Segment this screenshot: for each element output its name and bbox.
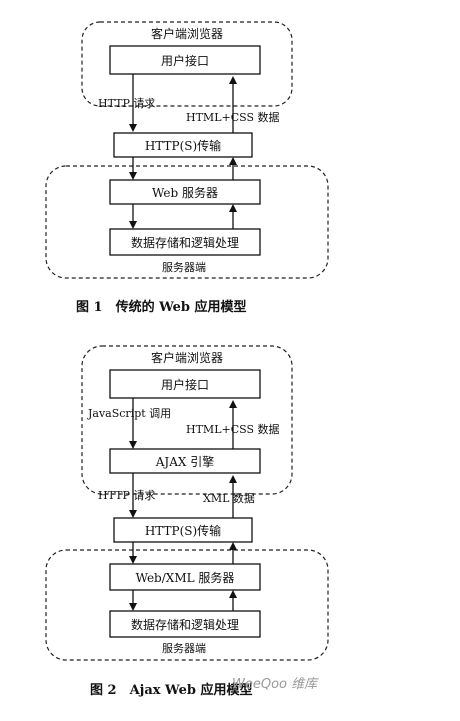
arrowhead-down	[129, 441, 137, 449]
javascript-call-label: JavaScript 调用	[87, 407, 171, 420]
transport-box	[113, 517, 253, 543]
transport-box-label: HTTP(S)传输	[145, 138, 221, 153]
arrowhead-down	[129, 124, 137, 132]
storage-logic-label: 数据存储和逻辑处理	[131, 617, 239, 632]
ui-box-label: 用户接口	[161, 377, 209, 392]
arrowhead-up	[229, 76, 237, 84]
arrowhead-down	[129, 172, 137, 180]
server-region-label: 服务器端	[162, 642, 206, 655]
ui-box	[109, 45, 261, 75]
figure-2: 客户端浏览器 用户接口 JavaScript 调用 HTML+CSS 数据 AJ…	[45, 345, 329, 698]
server-region	[45, 549, 329, 661]
arrowhead-down	[129, 510, 137, 518]
arrowhead-up	[229, 590, 237, 598]
xml-data-label: XML 数据	[203, 491, 255, 505]
html-css-data-label: HTML+CSS 数据	[186, 422, 280, 436]
server-region-label: 服务器端	[162, 261, 206, 274]
client-browser-label: 客户端浏览器	[151, 350, 223, 365]
figure-1-caption: 图 1 传统的 Web 应用模型	[76, 299, 247, 315]
transport-box	[113, 132, 253, 158]
figure-2-caption: 图 2 Ajax Web 应用模型	[90, 682, 253, 698]
ajax-engine-label: AJAX 引擎	[155, 454, 215, 469]
http-request-label: HTTP 请求	[98, 97, 155, 110]
arrowhead-up	[229, 204, 237, 212]
http-request-label: HTTP 请求	[98, 489, 155, 502]
web-server-box	[109, 179, 261, 205]
web-xml-server-box	[109, 563, 261, 591]
arrowhead-down	[129, 556, 137, 564]
ui-box	[109, 369, 261, 399]
web-server-label: Web 服务器	[152, 185, 218, 200]
storage-logic-box	[109, 610, 261, 638]
arrowhead-down	[129, 221, 137, 229]
client-browser-label: 客户端浏览器	[151, 26, 223, 41]
arrowhead-up	[229, 475, 237, 483]
web-xml-server-label: Web/XML 服务器	[136, 570, 235, 585]
server-region	[45, 165, 329, 279]
client-browser-region	[81, 345, 293, 495]
arrowhead-up	[229, 157, 237, 165]
ui-box-label: 用户接口	[161, 53, 209, 68]
html-css-data-label: HTML+CSS 数据	[186, 110, 280, 124]
storage-logic-box	[109, 228, 261, 256]
arrowhead-up	[229, 400, 237, 408]
watermark-text: WeeQoo 维库	[232, 677, 319, 692]
client-browser-region	[81, 21, 293, 107]
figure-1: 客户端浏览器 用户接口 HTTP 请求 HTML+CSS 数据 HTTP(S)传…	[45, 21, 329, 315]
arrowhead-up	[229, 542, 237, 550]
arrowhead-down	[129, 603, 137, 611]
transport-box-label: HTTP(S)传输	[145, 523, 221, 538]
ajax-engine-box	[109, 448, 261, 474]
storage-logic-label: 数据存储和逻辑处理	[131, 235, 239, 250]
